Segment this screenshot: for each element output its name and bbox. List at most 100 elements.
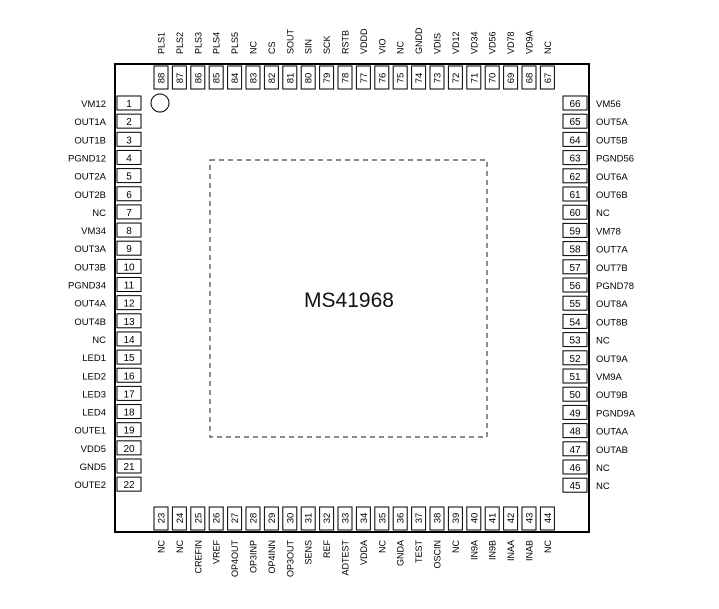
pin-box bbox=[190, 506, 206, 531]
pin-box bbox=[539, 506, 555, 531]
pin-number: 65 bbox=[569, 117, 581, 128]
pin-number: 3 bbox=[126, 135, 132, 146]
pin-label: OUT2B bbox=[74, 190, 106, 201]
pin-box bbox=[208, 65, 224, 90]
pin-number: 48 bbox=[569, 427, 581, 438]
pin-box bbox=[116, 113, 142, 129]
pin-box bbox=[374, 506, 390, 531]
pin-label: OUT3B bbox=[74, 262, 106, 273]
pin-number: 50 bbox=[569, 390, 581, 401]
pin-box bbox=[374, 65, 390, 90]
pin-number: 44 bbox=[543, 513, 554, 524]
pin-label: VD12 bbox=[451, 31, 461, 54]
pin-number: 35 bbox=[377, 513, 388, 524]
pin-number: 5 bbox=[126, 172, 132, 183]
pin-label: CS bbox=[267, 41, 277, 54]
pin-number: 43 bbox=[525, 513, 536, 524]
pin-label: OUT5B bbox=[596, 135, 628, 146]
pin-box bbox=[245, 506, 261, 531]
pin-box bbox=[116, 349, 142, 365]
pin-label: NC bbox=[249, 41, 259, 54]
pin-label: OUT7B bbox=[596, 263, 628, 274]
pin-box bbox=[466, 65, 482, 90]
pin-label: NC bbox=[377, 540, 387, 553]
pin-box bbox=[116, 277, 142, 292]
pin-label: LED1 bbox=[82, 353, 106, 364]
pin-label: OUT5A bbox=[596, 117, 628, 128]
pin-number: 19 bbox=[123, 426, 135, 437]
pin-box bbox=[562, 150, 588, 166]
pin-number: 61 bbox=[569, 190, 581, 201]
pin-box bbox=[466, 506, 482, 531]
pin-number: 54 bbox=[569, 317, 581, 328]
pin-label: OSCIN bbox=[433, 540, 443, 569]
pin-label: PLS4 bbox=[212, 32, 222, 54]
pin-number: 14 bbox=[123, 335, 135, 346]
pin-number: 20 bbox=[123, 444, 135, 455]
pin-label: OUT2A bbox=[74, 172, 106, 183]
pin-number: 81 bbox=[285, 73, 296, 84]
pin-box bbox=[337, 506, 353, 531]
pin-box bbox=[484, 65, 500, 90]
pin-box bbox=[153, 65, 169, 90]
pin-number: 79 bbox=[322, 73, 333, 84]
pin-box bbox=[116, 404, 142, 420]
pin-box bbox=[171, 506, 187, 531]
pin-number: 27 bbox=[230, 513, 241, 524]
pin-label: LED3 bbox=[82, 389, 106, 400]
pin-label: VDIS bbox=[433, 33, 443, 54]
pin1-marker bbox=[150, 93, 170, 113]
pin-label: VM12 bbox=[81, 99, 106, 110]
pin-number: 24 bbox=[175, 513, 186, 524]
pin-box bbox=[447, 506, 463, 531]
pin-label: IN9A bbox=[469, 540, 479, 560]
pin-number: 11 bbox=[124, 281, 135, 292]
pin-label: OUTAB bbox=[596, 445, 628, 456]
pin-number: 4 bbox=[126, 153, 132, 164]
pin-label: VM56 bbox=[596, 99, 621, 110]
pin-box bbox=[116, 295, 142, 311]
pin-label: OUTE1 bbox=[74, 426, 106, 437]
pin-number: 33 bbox=[341, 513, 352, 524]
pin-label: OUT4B bbox=[74, 317, 106, 328]
pin-box bbox=[539, 65, 555, 90]
pin-label: NC bbox=[396, 41, 406, 54]
pin-number: 62 bbox=[569, 172, 581, 183]
pin-number: 18 bbox=[123, 408, 135, 419]
pin-number: 17 bbox=[123, 389, 135, 400]
pin-box bbox=[447, 65, 463, 90]
pin-number: 42 bbox=[506, 513, 517, 524]
pin-number: 21 bbox=[123, 462, 135, 473]
pin-label: PGND78 bbox=[596, 281, 634, 292]
pin-label: OUTAA bbox=[596, 427, 629, 438]
pin-label: PGND56 bbox=[596, 154, 634, 165]
pin-label: LED4 bbox=[82, 408, 106, 419]
pin-label: VREF bbox=[212, 540, 222, 565]
pin-box bbox=[282, 506, 298, 531]
pin-number: 82 bbox=[267, 73, 278, 84]
pin-label: NC bbox=[92, 208, 106, 219]
pin-number: 63 bbox=[569, 154, 581, 165]
pin-label: OUT8A bbox=[596, 299, 628, 310]
pin-number: 23 bbox=[157, 513, 168, 524]
pin-label: CREFIN bbox=[193, 540, 203, 574]
pin-number: 37 bbox=[414, 513, 425, 524]
pin-number: 31 bbox=[304, 513, 315, 524]
pin-box bbox=[337, 65, 353, 90]
pin-number: 59 bbox=[569, 226, 581, 237]
pin-number: 22 bbox=[123, 480, 135, 491]
pin-box bbox=[116, 204, 142, 220]
pin-number: 57 bbox=[569, 263, 581, 274]
pin-box bbox=[503, 65, 519, 90]
pin-number: 55 bbox=[569, 299, 581, 310]
pin-box bbox=[116, 331, 142, 347]
pin-box bbox=[116, 222, 142, 238]
pin-number: 7 bbox=[126, 208, 132, 219]
pin-label: PLS3 bbox=[193, 32, 203, 54]
pin-label: VM78 bbox=[596, 226, 621, 237]
pin-number: 13 bbox=[123, 317, 135, 328]
pin-number: 8 bbox=[126, 226, 132, 237]
pin-box bbox=[562, 350, 588, 366]
pin-number: 29 bbox=[267, 513, 278, 524]
pin-number: 83 bbox=[249, 73, 260, 84]
